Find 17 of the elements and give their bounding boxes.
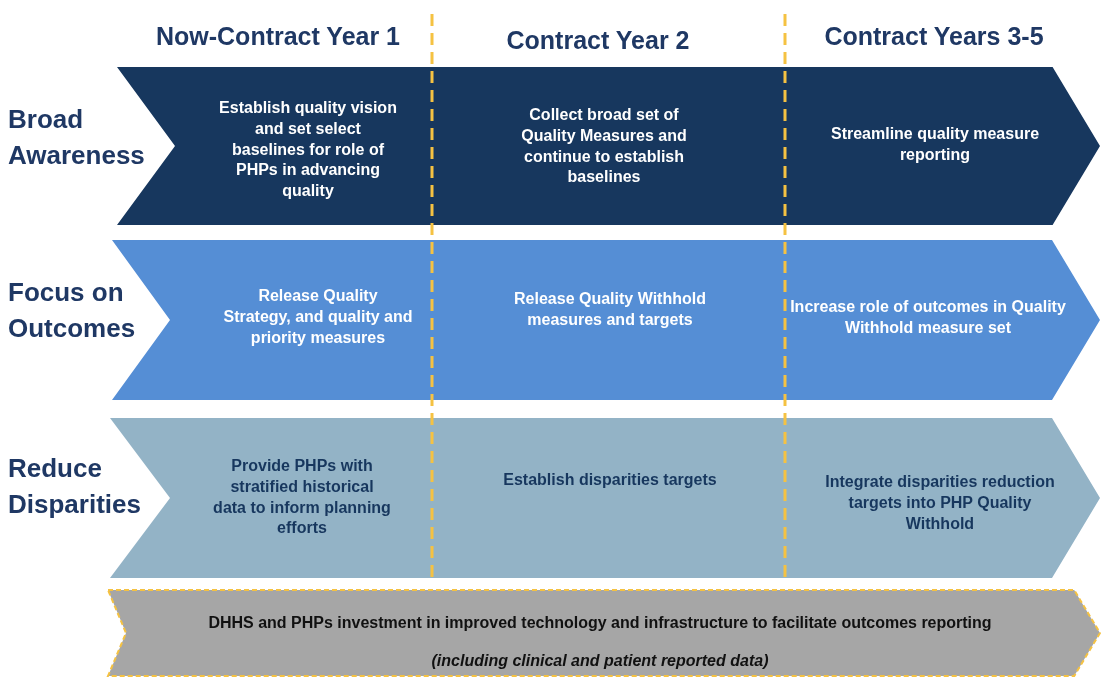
row-heading: Reduce Disparities [8,452,142,522]
cell-text: Increase role of outcomes in Quality Withhold measure set [789,297,1067,338]
band-text: DHHS and PHPs investment in improved technology and infrastructure to facilitate outcomes reporting [207,612,993,633]
cell-text: Release Quality Strategy, and quality and priority measures [223,285,413,348]
cell-text: Collect broad set of Quality Measures and continue to establish baselines [520,105,688,188]
cell-text: Provide PHPs with stratified historical data to inform planning efforts [212,456,392,539]
cell-text: Release Quality Withhold measures and targets [513,289,707,330]
band-note: (including clinical and patient reported data) [430,650,770,671]
column-heading: Contract Year 2 [506,24,690,56]
column-heading: Contract Years 3-5 [824,20,1044,52]
column-heading: Now-Contract Year 1 [155,20,401,52]
cell-text: Establish quality vision and set select baselines for role of PHPs in advancing quality [218,98,398,202]
cell-text: Streamline quality measure reporting [829,124,1041,165]
row-heading: Focus on Outcomes [8,276,137,346]
cell-text: Integrate disparities reduction targets into PHP Quality Withhold [824,471,1056,534]
row-heading: Broad Awareness [8,103,146,173]
cell-text: Establish disparities targets [502,469,718,490]
